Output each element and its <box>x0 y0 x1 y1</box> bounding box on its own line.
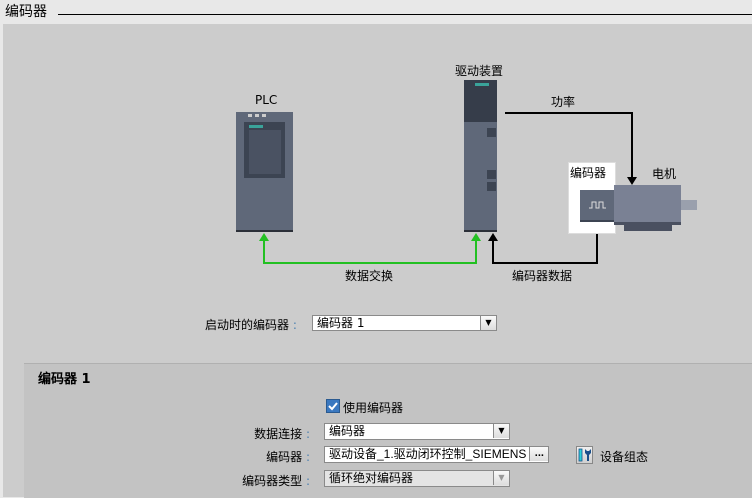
device-config-link[interactable]: 设备组态 <box>600 450 649 464</box>
motor-icon[interactable] <box>614 185 681 225</box>
arrow-up-icon <box>471 233 481 241</box>
port-icon <box>487 128 496 137</box>
motor-base <box>624 225 672 231</box>
motor-shaft <box>681 200 697 210</box>
plc-screen <box>249 130 281 174</box>
drive-panel <box>464 80 497 122</box>
chevron-down-icon[interactable]: ▼ <box>480 316 496 330</box>
encoder-device <box>580 190 614 222</box>
motor-label: 电机 <box>652 167 677 181</box>
plc-device[interactable] <box>236 112 293 232</box>
data-exchange-line <box>263 240 477 264</box>
encoder-pulse-icon <box>589 201 606 209</box>
use-encoder-label: 使用编码器 <box>343 401 404 415</box>
device-config-icon[interactable] <box>576 446 593 464</box>
chevron-down-icon[interactable]: ▼ <box>493 471 509 485</box>
checkmark-icon <box>328 402 338 411</box>
data-connection-label: 数据连接 : <box>254 427 310 441</box>
led-icon <box>248 114 268 117</box>
encoder-label: 编码器 <box>570 166 607 180</box>
encoder-data-label: 编码器数据 <box>512 269 573 283</box>
port-icon <box>487 170 496 179</box>
startup-encoder-label: 启动时的编码器 : <box>205 318 297 332</box>
encoder-data-line <box>492 220 598 264</box>
power-label: 功率 <box>551 95 576 109</box>
power-line <box>505 112 633 178</box>
use-encoder-checkbox[interactable] <box>326 399 340 413</box>
siemens-logo-icon <box>249 125 263 128</box>
data-connection-select[interactable]: 编码器▼ <box>324 423 510 440</box>
wrench-icon <box>578 448 591 462</box>
arrow-up-icon <box>259 233 269 241</box>
encoder-field[interactable]: 驱动设备_1.驱动闭环控制_SIEMENS... <box>324 446 550 463</box>
plc-display <box>244 122 285 178</box>
section-title: 编码器 1 <box>38 372 91 387</box>
encoder-type-label: 编码器类型 : <box>242 474 310 488</box>
arrow-down-icon <box>627 177 637 185</box>
startup-encoder-select[interactable]: 编码器 1▼ <box>312 315 497 331</box>
arrow-up-icon <box>488 233 498 241</box>
chevron-down-icon[interactable]: ▼ <box>493 424 509 438</box>
drive-device[interactable] <box>464 80 497 232</box>
browse-button[interactable]: ... <box>529 447 549 461</box>
drive-label: 驱动装置 <box>455 64 504 78</box>
plc-label: PLC <box>255 93 278 107</box>
connection-lines <box>259 112 637 264</box>
title-divider <box>58 14 752 15</box>
data-exchange-label: 数据交换 <box>345 269 394 283</box>
encoder-type-select[interactable]: 循环绝对编码器▼ <box>324 470 510 487</box>
siemens-logo-icon <box>475 83 489 86</box>
port-icon <box>487 182 496 191</box>
encoder-field-label: 编码器 : <box>266 450 310 464</box>
page-title: 编码器 <box>5 4 47 20</box>
